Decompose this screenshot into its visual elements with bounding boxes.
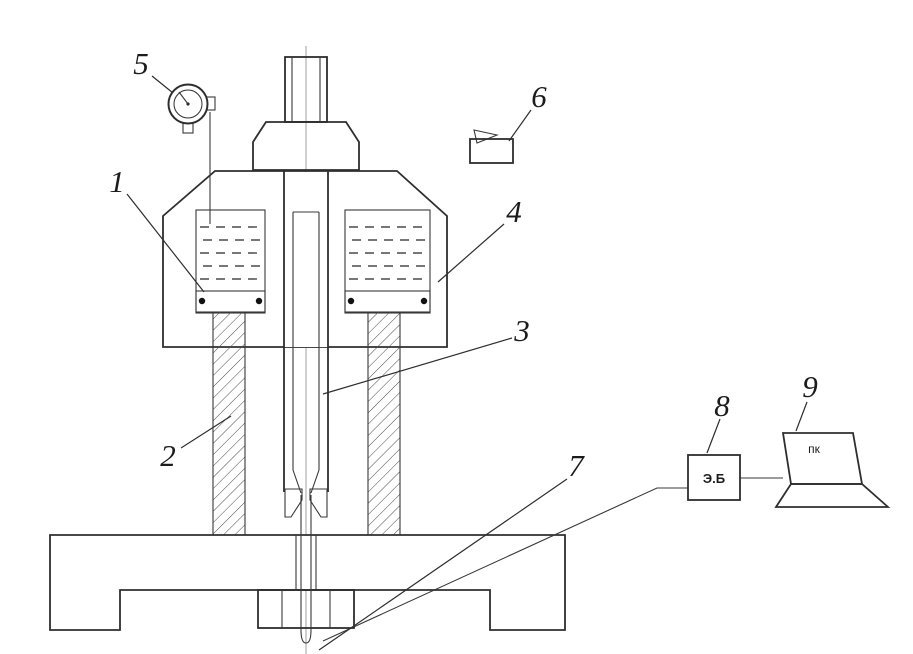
oring-left-a	[198, 297, 206, 305]
laptop-screen	[781, 432, 864, 485]
collet-left	[284, 488, 303, 518]
press-body	[162, 170, 448, 348]
right-piston-seal	[344, 290, 431, 313]
indenter-needle	[300, 495, 312, 644]
leader-4	[437, 223, 505, 283]
leader-7	[318, 478, 568, 651]
sensor-flag	[469, 129, 514, 164]
callout-2: 2	[160, 438, 176, 473]
base-plate	[49, 534, 566, 631]
right-chamber	[344, 209, 431, 314]
leader-6	[508, 109, 532, 142]
lower-nut	[257, 589, 355, 629]
callout-6: 6	[531, 79, 547, 114]
leader-3	[322, 337, 513, 395]
central-bore	[284, 172, 328, 347]
left-chamber	[195, 209, 266, 314]
leader-2	[180, 415, 232, 449]
callout-1: 1	[109, 164, 125, 199]
left-piston-rod	[212, 312, 246, 535]
leader-8	[706, 418, 721, 454]
sensor-wire	[322, 477, 783, 642]
collet-right	[309, 488, 328, 518]
left-piston-seal	[195, 290, 266, 313]
leader-5	[151, 75, 174, 94]
leader-9	[795, 401, 808, 432]
callout-5: 5	[133, 46, 149, 81]
callout-9: 9	[802, 369, 818, 404]
electronic-block: Э.Б	[687, 454, 741, 501]
callout-8: 8	[714, 388, 730, 423]
callout-7: 7	[568, 448, 585, 483]
left-chamber-liquid	[200, 226, 261, 280]
electronic-block-label: Э.Б	[703, 471, 725, 486]
right-piston-rod	[367, 312, 401, 535]
leader-1	[126, 193, 205, 293]
laptop: пк	[774, 432, 891, 508]
right-chamber-liquid	[349, 226, 426, 280]
base-bore	[296, 536, 316, 589]
laptop-label: пк	[808, 442, 820, 456]
oring-right-a	[347, 297, 355, 305]
leader-lines	[126, 75, 808, 651]
central-tube	[283, 171, 329, 494]
oring-left-b	[255, 297, 263, 305]
upper-nut	[252, 121, 360, 171]
oring-right-b	[420, 297, 428, 305]
callout-4: 4	[506, 194, 522, 229]
laptop-base	[774, 483, 891, 508]
callouts: 1 2 3 4 5 6 7 8 9	[109, 46, 818, 483]
pressure-gauge	[167, 83, 216, 224]
callout-3: 3	[513, 313, 530, 348]
